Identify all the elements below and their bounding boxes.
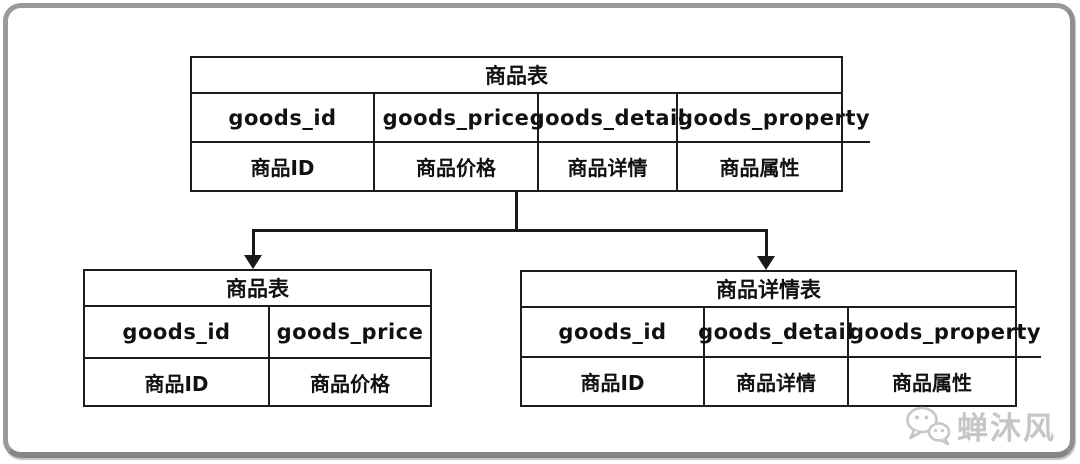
- table-row: 商品ID 商品价格: [85, 359, 430, 405]
- wechat-icon: [904, 405, 952, 447]
- connector-right-drop-line: [765, 229, 768, 257]
- field-name-cell: goods_price: [375, 94, 539, 143]
- field-label-cell: 商品价格: [310, 371, 390, 396]
- field-name-cell: goods_property: [678, 94, 871, 143]
- watermark-text: 蝉沐风: [957, 411, 1056, 447]
- field-name-cell: goods_detail: [530, 94, 685, 143]
- table-row: goods_id goods_detail goods_property: [522, 308, 1042, 358]
- table-goods-detail-split: 商品详情表 goods_id goods_detail goods_proper…: [520, 270, 1042, 407]
- field-name-cell: goods_property: [849, 308, 1042, 358]
- field-label-cell: 商品详情: [539, 143, 678, 190]
- table-row: goods_id goods_price goods_detail goods_…: [192, 94, 871, 143]
- watermark: 蝉沐风: [904, 403, 1056, 448]
- table-title: 商品表: [192, 58, 841, 94]
- table-title: 商品详情表: [522, 272, 1015, 308]
- table-row: 商品ID 商品详情 商品属性: [522, 358, 1015, 405]
- field-name-cell: goods_id: [85, 307, 270, 359]
- field-label-cell: 商品价格: [375, 143, 539, 190]
- table-row: 商品ID 商品价格 商品详情 商品属性: [192, 143, 841, 190]
- down-arrowhead-icon: [244, 255, 262, 269]
- field-name-cell: goods_detail: [698, 308, 853, 358]
- connector-horizontal-line: [252, 229, 768, 232]
- field-name-cell: goods_price: [270, 307, 430, 359]
- field-name-cell: goods_id: [522, 308, 705, 358]
- field-label-cell: 商品ID: [85, 359, 270, 405]
- table-goods-split: 商品表 goods_id goods_price 商品ID 商品价格: [83, 269, 432, 407]
- field-label-cell: 商品属性: [719, 156, 800, 180]
- field-label-cell: 商品属性: [892, 371, 972, 395]
- table-row: goods_id goods_price: [85, 307, 430, 359]
- field-name-cell: goods_id: [192, 94, 375, 143]
- table-title: 商品表: [85, 271, 430, 307]
- field-label-cell: 商品详情: [705, 358, 849, 405]
- table-goods-main: 商品表 goods_id goods_price goods_detail go…: [190, 56, 871, 192]
- down-arrowhead-icon: [757, 256, 775, 270]
- connector-left-drop-line: [252, 229, 255, 257]
- connector-stem-line: [515, 192, 518, 231]
- field-label-cell: 商品ID: [522, 358, 705, 405]
- field-label-cell: 商品ID: [192, 143, 375, 190]
